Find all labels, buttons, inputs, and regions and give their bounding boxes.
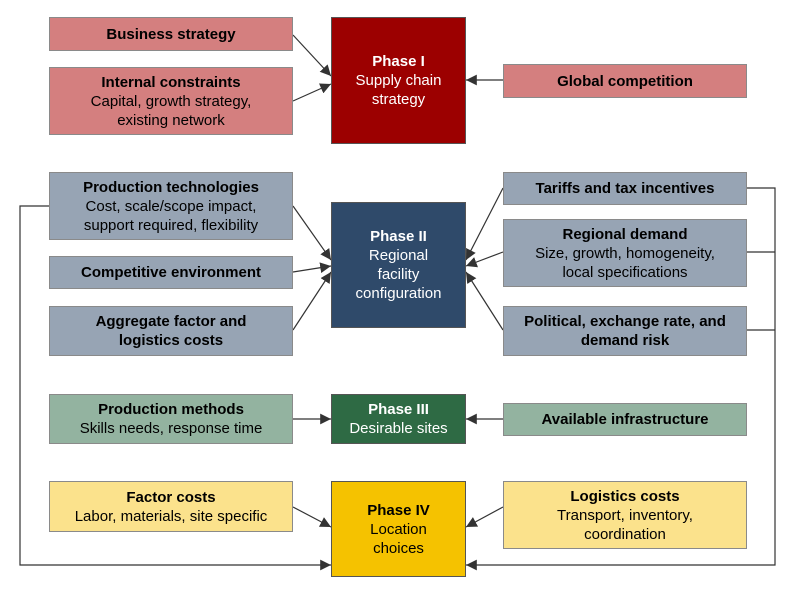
internal-constraints-detail-1: Capital, growth strategy, xyxy=(90,92,252,110)
phase-4-line-2: choices xyxy=(373,539,424,557)
regional-demand-detail-1: Size, growth, homogeneity, xyxy=(535,244,715,262)
phase-4-line-1: Location xyxy=(370,520,427,538)
phase-2-line-3: configuration xyxy=(355,285,442,302)
phase-1-box: Phase I Supply chain strategy xyxy=(331,17,466,144)
phase-1-line-2: strategy xyxy=(371,91,426,108)
competitive-environment-box: Competitive environment xyxy=(49,256,293,289)
regional-demand-detail-2: local specifications xyxy=(562,263,688,281)
internal-constraints-title: Internal constraints xyxy=(101,73,241,91)
arrow-factor-costs xyxy=(292,506,332,528)
arrow-production-technologies xyxy=(292,205,332,261)
production-technologies-box: Production technologies Cost, scale/scop… xyxy=(49,172,293,240)
arrow-internal-constraints xyxy=(292,83,332,102)
production-methods-title: Production methods xyxy=(98,401,244,418)
factor-costs-detail-1: Labor, materials, site specific xyxy=(74,507,268,525)
regional-demand-title: Regional demand xyxy=(562,225,688,243)
business-strategy-title: Business strategy xyxy=(106,25,236,43)
arrow-competitive-environment xyxy=(292,262,332,274)
available-infrastructure-box: Available infrastructure xyxy=(503,403,747,436)
feedback-production-technologies xyxy=(19,205,331,571)
aggregate-costs-title-1: Aggregate factor and xyxy=(95,313,247,330)
arrow-regional-demand xyxy=(465,251,504,268)
arrow-business-strategy xyxy=(292,34,332,77)
arrow-aggregate-costs xyxy=(292,271,332,331)
feedback-right-bus xyxy=(466,187,776,571)
global-competition-box: Global competition xyxy=(503,64,747,98)
production-methods-box: Production methods Skills needs, respons… xyxy=(49,394,293,444)
political-risk-title-2: demand risk xyxy=(580,332,670,349)
competitive-environment-title: Competitive environment xyxy=(80,264,262,281)
political-risk-box: Political, exchange rate, and demand ris… xyxy=(503,306,747,356)
phase-4-box: Phase IV Location choices xyxy=(331,481,466,577)
phase-1-line-1: Supply chain xyxy=(355,72,442,89)
regional-demand-box: Regional demand Size, growth, homogeneit… xyxy=(503,219,747,287)
logistics-costs-detail-1: Transport, inventory, xyxy=(557,506,693,524)
phase-1-title: Phase I xyxy=(372,53,425,70)
arrow-political-risk xyxy=(465,271,504,331)
factor-costs-box: Factor costs Labor, materials, site spec… xyxy=(49,481,293,532)
tariffs-box: Tariffs and tax incentives xyxy=(503,172,747,205)
available-infrastructure-title: Available infrastructure xyxy=(541,411,709,428)
production-technologies-title: Production technologies xyxy=(83,178,259,196)
factor-costs-title: Factor costs xyxy=(126,488,216,506)
logistics-costs-title: Logistics costs xyxy=(570,487,680,505)
global-competition-title: Global competition xyxy=(557,72,693,90)
production-technologies-detail-2: support required, flexibility xyxy=(83,216,259,234)
phase-2-title: Phase II xyxy=(370,228,427,245)
arrow-logistics-costs xyxy=(465,506,504,528)
internal-constraints-box: Internal constraints Capital, growth str… xyxy=(49,67,293,135)
internal-constraints-detail-2: existing network xyxy=(117,111,225,129)
phase-2-line-2: facility xyxy=(377,266,420,283)
phase-3-box: Phase III Desirable sites xyxy=(331,394,466,444)
political-risk-title-1: Political, exchange rate, and xyxy=(524,313,726,330)
aggregate-costs-title-2: logistics costs xyxy=(118,332,224,349)
production-methods-detail-1: Skills needs, response time xyxy=(79,420,263,437)
logistics-costs-box: Logistics costs Transport, inventory, co… xyxy=(503,481,747,549)
production-technologies-detail-1: Cost, scale/scope impact, xyxy=(85,197,257,215)
phase-2-line-1: Regional xyxy=(368,247,429,264)
phase-4-title: Phase IV xyxy=(367,501,430,519)
arrow-tariffs xyxy=(465,187,504,261)
logistics-costs-detail-2: coordination xyxy=(584,525,666,543)
business-strategy-box: Business strategy xyxy=(49,17,293,51)
tariffs-title: Tariffs and tax incentives xyxy=(535,180,715,197)
phase-3-line-1: Desirable sites xyxy=(349,420,448,437)
aggregate-costs-box: Aggregate factor and logistics costs xyxy=(49,306,293,356)
phase-3-title: Phase III xyxy=(368,401,429,418)
phase-2-box: Phase II Regional facility configuration xyxy=(331,202,466,328)
